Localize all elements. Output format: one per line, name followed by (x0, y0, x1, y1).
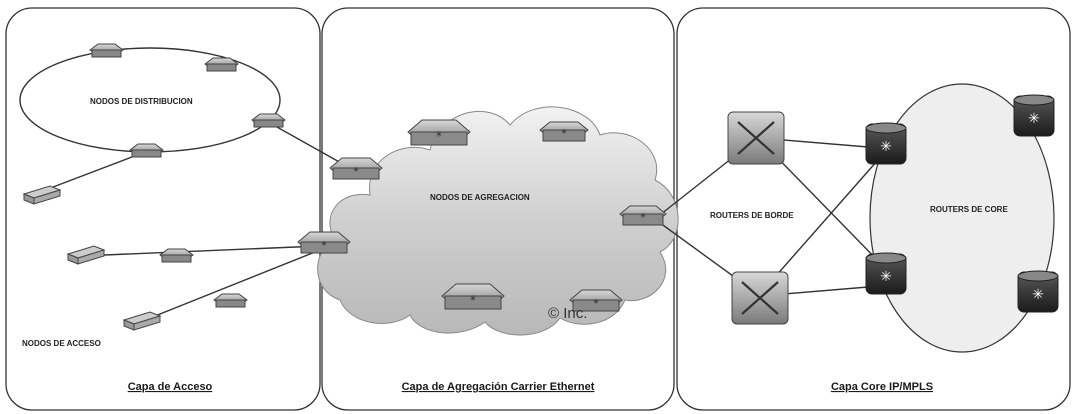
caption-core: Capa Core IP/MPLS (831, 381, 933, 393)
label-borde: ROUTERS DE BORDE (710, 211, 794, 220)
label-distribucion: NODOS DE DISTRIBUCION (90, 97, 193, 106)
svg-text:✳: ✳ (436, 130, 443, 139)
switch-dist-1 (89, 43, 124, 58)
access-switch-3 (122, 311, 162, 331)
label-core: ROUTERS DE CORE (930, 205, 1008, 214)
agg-switch-6: ✳ (441, 283, 505, 310)
svg-text:✳: ✳ (1028, 110, 1040, 126)
svg-text:✳: ✳ (470, 294, 477, 303)
core-ellipse (869, 83, 1055, 353)
agg-switch-7: ✳ (569, 289, 623, 312)
access-switch-2 (66, 245, 106, 265)
caption-agregacion: Capa de Agregación Carrier Ethernet (402, 381, 595, 393)
core-router-2: ✳ (865, 252, 907, 295)
switch-dist-4 (129, 143, 164, 158)
edge-router-1 (727, 111, 785, 165)
aggregation-cloud (317, 106, 679, 336)
agg-switch-5: ✳ (619, 205, 667, 226)
access-node-2 (213, 293, 248, 308)
edge-router-2 (731, 271, 789, 325)
links (39, 121, 886, 321)
agg-switch-3: ✳ (407, 119, 471, 146)
caption-acceso: Capa de Acceso (128, 381, 213, 393)
svg-text:✳: ✳ (321, 240, 327, 248)
switch-dist-2 (204, 57, 239, 72)
svg-text:✳: ✳ (353, 166, 359, 174)
panel-acceso (5, 7, 321, 411)
svg-text:✳: ✳ (640, 212, 646, 220)
agg-switch-4: ✳ (539, 121, 589, 142)
core-router-4: ✳ (1017, 270, 1059, 313)
copyright-text: © Inc. (548, 305, 587, 322)
svg-text:✳: ✳ (1032, 286, 1044, 302)
agg-switch-1: ✳ (329, 157, 383, 180)
core-router-3: ✳ (1013, 94, 1055, 137)
label-agregacion: NODOS DE AGREGACION (430, 193, 530, 202)
svg-text:✳: ✳ (561, 128, 567, 136)
agg-switch-2: ✳ (297, 231, 351, 254)
label-acceso: NODOS DE ACCESO (22, 339, 101, 348)
svg-text:✳: ✳ (593, 298, 599, 306)
svg-text:✳: ✳ (880, 138, 892, 154)
access-switch-1 (22, 185, 62, 205)
switch-dist-3 (251, 113, 286, 128)
core-router-1: ✳ (865, 122, 907, 165)
access-node-1 (159, 248, 194, 263)
svg-text:✳: ✳ (880, 268, 892, 284)
